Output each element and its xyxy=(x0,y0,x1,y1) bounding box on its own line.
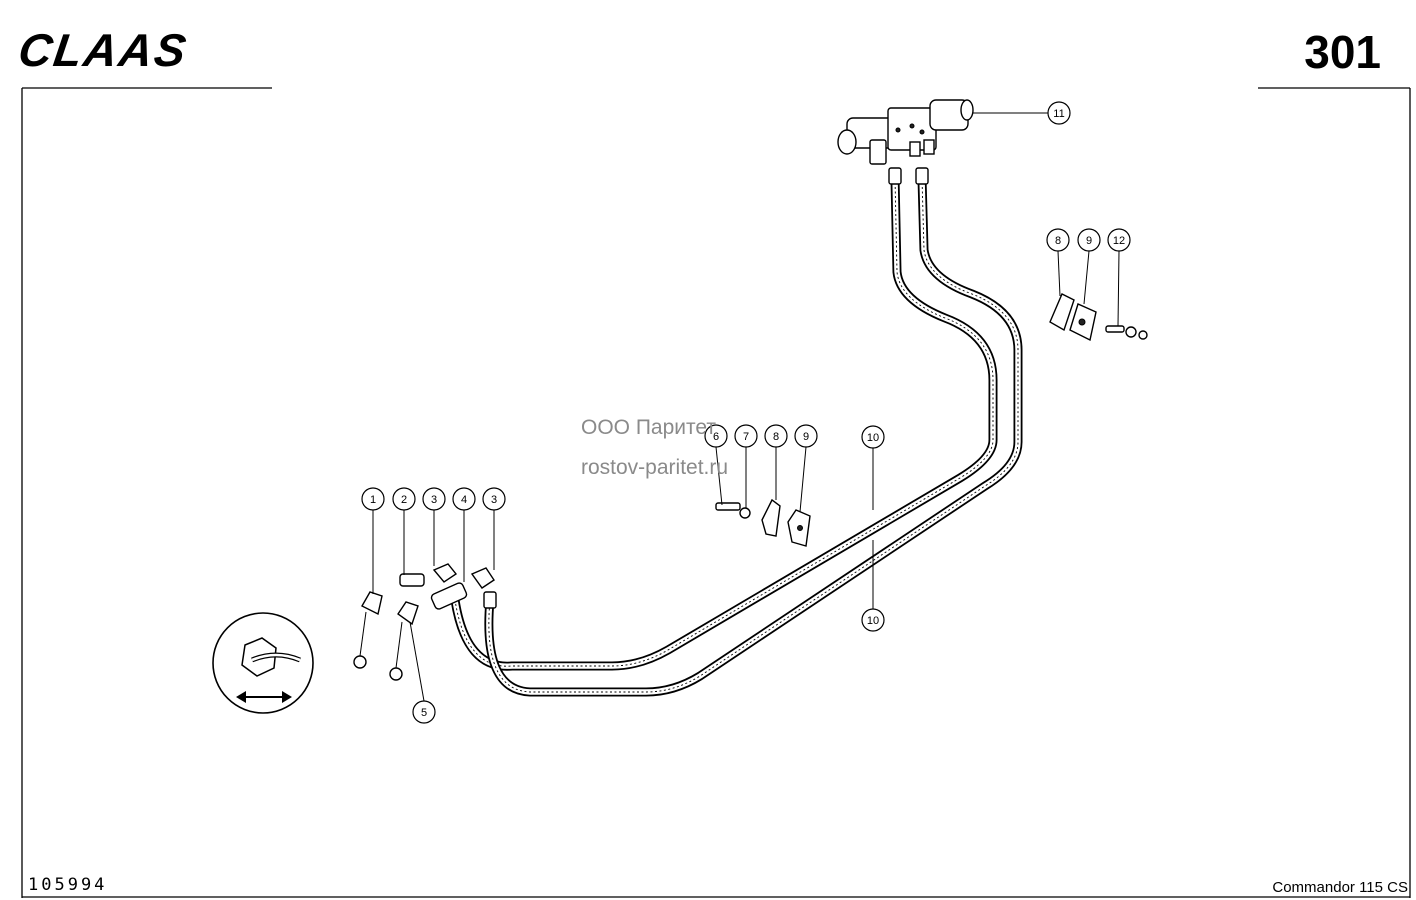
svg-text:8: 8 xyxy=(1055,235,1061,247)
hex-fitting-direction-icon xyxy=(212,612,314,714)
callout-8b: 8 xyxy=(1046,228,1070,252)
svg-text:10: 10 xyxy=(867,432,879,444)
callout-10a: 10 xyxy=(861,425,885,449)
svg-text:6: 6 xyxy=(713,431,719,443)
callout-2: 2 xyxy=(392,487,416,511)
svg-text:9: 9 xyxy=(803,431,809,443)
callout-3a: 3 xyxy=(422,487,446,511)
callout-9b: 9 xyxy=(1077,228,1101,252)
watermark-url: rostov-paritet.ru xyxy=(581,456,728,479)
callout-4: 4 xyxy=(452,487,476,511)
svg-text:9: 9 xyxy=(1086,235,1092,247)
svg-text:1: 1 xyxy=(370,494,376,506)
callout-6: 6 xyxy=(704,424,728,448)
callout-7: 7 xyxy=(734,424,758,448)
brand-logo: CLAAS xyxy=(15,24,191,76)
callout-5: 5 xyxy=(412,700,436,724)
callout-12: 12 xyxy=(1107,228,1131,252)
callout-8a: 8 xyxy=(764,424,788,448)
callout-9a: 9 xyxy=(794,424,818,448)
svg-text:3: 3 xyxy=(491,494,497,506)
svg-text:8: 8 xyxy=(773,431,779,443)
control-valve xyxy=(837,99,974,165)
page-frame xyxy=(21,87,1411,898)
svg-text:5: 5 xyxy=(421,707,427,719)
hose-lines xyxy=(450,167,1023,697)
callout-leaders xyxy=(372,112,1120,702)
svg-text:11: 11 xyxy=(1053,108,1064,120)
page-number: 301 xyxy=(1304,26,1381,78)
document-number: 105994 xyxy=(28,875,107,895)
svg-text:10: 10 xyxy=(867,615,879,627)
callout-11: 11 xyxy=(1047,101,1071,125)
callout-10b: 10 xyxy=(861,608,885,632)
clamp-set-right xyxy=(1049,293,1148,342)
coupling-parts xyxy=(353,563,495,681)
svg-text:2: 2 xyxy=(401,494,407,506)
svg-text:12: 12 xyxy=(1113,235,1125,247)
svg-text:3: 3 xyxy=(431,494,437,506)
model-name: Commandor 115 CS xyxy=(1272,879,1408,896)
callout-3b: 3 xyxy=(482,487,506,511)
svg-text:4: 4 xyxy=(461,494,467,506)
callout-1: 1 xyxy=(361,487,385,511)
clamp-set-middle xyxy=(715,498,811,547)
svg-text:7: 7 xyxy=(743,431,749,443)
watermark-company: ООО Паритет xyxy=(581,416,716,439)
